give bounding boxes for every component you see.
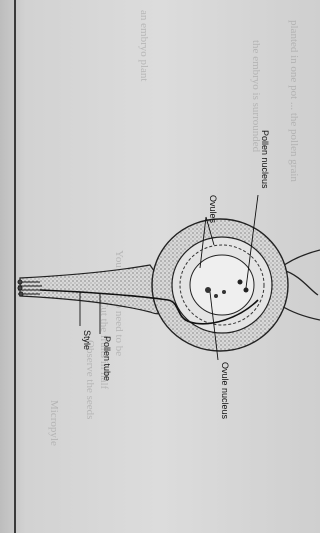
label-style: Style xyxy=(82,330,92,350)
label-ovules: Ovules xyxy=(208,195,218,224)
label-pollen-tube: Pollen tube xyxy=(102,336,112,381)
label-ovule-nucleus: Ovule nucleus xyxy=(220,362,230,420)
label-pollen-nucleus: Pollen nucleus xyxy=(260,130,270,189)
embryo-sac xyxy=(190,255,254,315)
